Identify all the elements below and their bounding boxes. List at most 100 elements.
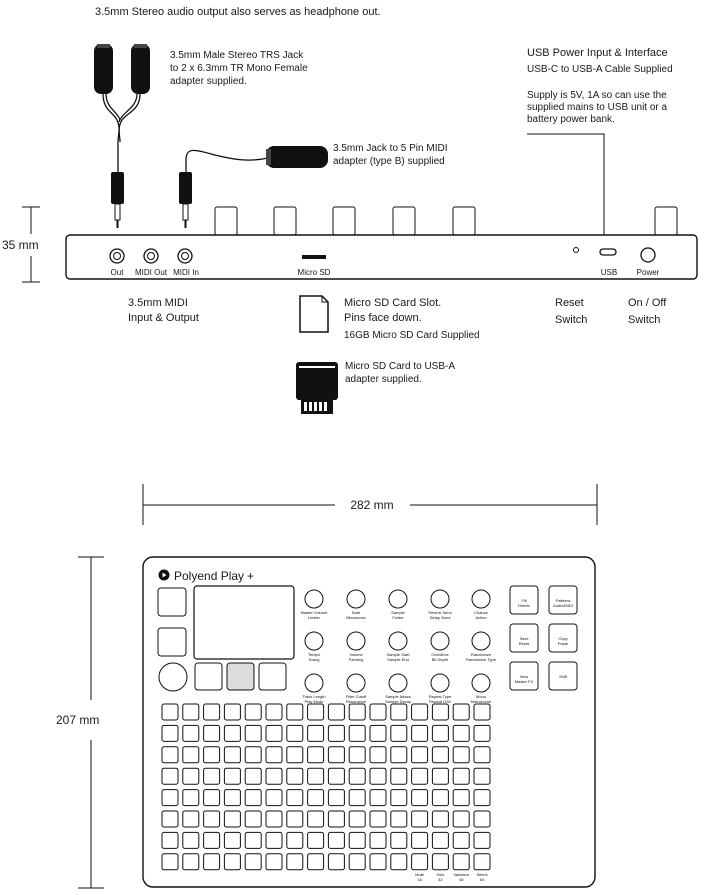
pad[interactable]: [390, 746, 408, 764]
pad[interactable]: [244, 767, 262, 785]
pad[interactable]: [431, 767, 449, 785]
screen-button-3[interactable]: [258, 662, 287, 691]
pad[interactable]: [327, 703, 345, 721]
knob-1-1[interactable]: [304, 589, 324, 609]
pad[interactable]: [265, 746, 283, 764]
pad[interactable]: [244, 746, 262, 764]
pad[interactable]: [223, 767, 241, 785]
pad[interactable]: [182, 810, 200, 828]
knob-3-2[interactable]: [346, 673, 366, 693]
pad[interactable]: [369, 746, 387, 764]
side-button-1-2[interactable]: [548, 585, 578, 615]
pad[interactable]: [411, 831, 429, 849]
pad[interactable]: [327, 853, 345, 871]
pad[interactable]: [223, 746, 241, 764]
pad[interactable]: [307, 831, 325, 849]
pad[interactable]: [161, 724, 179, 742]
pad[interactable]: [327, 767, 345, 785]
pad[interactable]: [161, 831, 179, 849]
knob-1-4[interactable]: [430, 589, 450, 609]
pad[interactable]: [369, 767, 387, 785]
pad[interactable]: [327, 746, 345, 764]
pad[interactable]: [161, 767, 179, 785]
pad[interactable]: [223, 810, 241, 828]
pad[interactable]: [182, 746, 200, 764]
pad[interactable]: [182, 853, 200, 871]
pad[interactable]: [348, 810, 366, 828]
pad[interactable]: [390, 789, 408, 807]
pad[interactable]: [203, 724, 221, 742]
pad[interactable]: [244, 831, 262, 849]
pad[interactable]: [348, 703, 366, 721]
pad[interactable]: [411, 724, 429, 742]
pad[interactable]: [431, 746, 449, 764]
pad[interactable]: [265, 767, 283, 785]
pad[interactable]: [473, 724, 491, 742]
pad[interactable]: [348, 831, 366, 849]
pad[interactable]: [431, 724, 449, 742]
side-button-3-2[interactable]: [548, 661, 578, 691]
pad[interactable]: [203, 703, 221, 721]
pad[interactable]: [307, 767, 325, 785]
pad[interactable]: [473, 767, 491, 785]
pad[interactable]: [223, 853, 241, 871]
pad[interactable]: [203, 810, 221, 828]
pad[interactable]: [473, 831, 491, 849]
knob-3-1[interactable]: [304, 673, 324, 693]
knob-3-5[interactable]: [471, 673, 491, 693]
pad[interactable]: [452, 789, 470, 807]
knob-2-2[interactable]: [346, 631, 366, 651]
side-button-2-2[interactable]: [548, 623, 578, 653]
pad[interactable]: [452, 853, 470, 871]
pad[interactable]: [265, 703, 283, 721]
pad[interactable]: [431, 789, 449, 807]
pad[interactable]: [431, 853, 449, 871]
pad[interactable]: [411, 853, 429, 871]
pad[interactable]: [369, 724, 387, 742]
pad[interactable]: [265, 831, 283, 849]
side-button-2-1[interactable]: [509, 623, 539, 653]
pad[interactable]: [390, 831, 408, 849]
pad[interactable]: [161, 746, 179, 764]
pad[interactable]: [452, 831, 470, 849]
pad[interactable]: [265, 724, 283, 742]
pad[interactable]: [182, 703, 200, 721]
pad[interactable]: [473, 810, 491, 828]
side-button-3-1[interactable]: [509, 661, 539, 691]
pad[interactable]: [286, 789, 304, 807]
screen-button-1[interactable]: [194, 662, 223, 691]
pad[interactable]: [431, 831, 449, 849]
pad[interactable]: [369, 703, 387, 721]
knob-2-1[interactable]: [304, 631, 324, 651]
pad[interactable]: [411, 767, 429, 785]
pad[interactable]: [286, 703, 304, 721]
pad[interactable]: [286, 767, 304, 785]
pad[interactable]: [182, 767, 200, 785]
pad[interactable]: [348, 853, 366, 871]
knob-1-3[interactable]: [388, 589, 408, 609]
pad[interactable]: [452, 703, 470, 721]
pad[interactable]: [265, 853, 283, 871]
pad[interactable]: [473, 853, 491, 871]
knob-1-2[interactable]: [346, 589, 366, 609]
pad[interactable]: [265, 810, 283, 828]
pad[interactable]: [369, 789, 387, 807]
pad[interactable]: [390, 767, 408, 785]
pad[interactable]: [161, 853, 179, 871]
pad[interactable]: [286, 746, 304, 764]
pad[interactable]: [348, 746, 366, 764]
pad[interactable]: [161, 810, 179, 828]
pad[interactable]: [203, 853, 221, 871]
pad[interactable]: [244, 810, 262, 828]
pad[interactable]: [473, 746, 491, 764]
pad[interactable]: [473, 703, 491, 721]
pad[interactable]: [203, 767, 221, 785]
pad[interactable]: [286, 810, 304, 828]
pad[interactable]: [369, 831, 387, 849]
pad[interactable]: [182, 724, 200, 742]
pad[interactable]: [244, 853, 262, 871]
pad[interactable]: [431, 810, 449, 828]
pad[interactable]: [390, 703, 408, 721]
pad[interactable]: [307, 724, 325, 742]
knob-1-5[interactable]: [471, 589, 491, 609]
